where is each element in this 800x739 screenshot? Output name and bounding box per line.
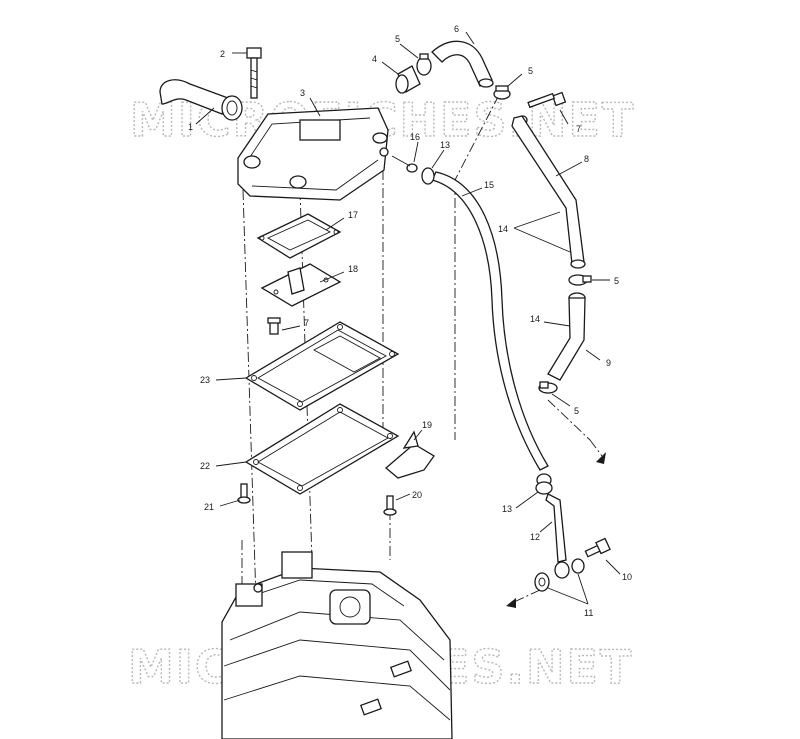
callout-20: 20 (412, 490, 422, 500)
callout-21: 21 (204, 502, 214, 512)
callout-8: 8 (584, 154, 589, 164)
part-23-gasket (244, 321, 400, 411)
part-18-reed-plate (260, 263, 342, 307)
part-4-fitting (395, 65, 421, 94)
callout-3: 3 (300, 88, 305, 98)
callout-1: 1 (188, 122, 193, 132)
part-7-bolt-b (267, 317, 281, 335)
callout-23: 23 (200, 375, 210, 385)
part-5-clamp-b (493, 85, 511, 100)
part-6-bent-hose (431, 40, 494, 88)
part-11-washers (534, 558, 585, 592)
callout-18: 18 (348, 264, 358, 274)
part-5-clamp-d (538, 381, 558, 394)
callout-11: 11 (584, 608, 593, 618)
part-13-clamp-b (535, 481, 553, 495)
callout-15: 15 (484, 180, 494, 190)
callout-14a: 14 (498, 224, 508, 234)
part-22-cover-plate (244, 403, 400, 495)
part-19-bracket (384, 430, 435, 479)
callout-4: 4 (372, 54, 377, 64)
part-12-pipe (545, 493, 570, 579)
part-3-breather-housing (237, 107, 389, 201)
leader-lines (195, 31, 621, 605)
callout-14b: 14 (530, 314, 540, 324)
callout-7a: 7 (576, 124, 581, 134)
part-17-gasket (256, 213, 342, 259)
callout-5a: 5 (395, 34, 400, 44)
callout-2: 2 (220, 49, 225, 59)
part-2-bolt (246, 47, 262, 99)
part-5-clamp-c (568, 274, 592, 286)
part-21-bolt (237, 483, 251, 504)
callout-5d: 5 (574, 406, 579, 416)
callout-19: 19 (422, 420, 432, 430)
callout-5b: 5 (528, 66, 533, 76)
callout-22: 22 (200, 461, 210, 471)
flow-arrows (506, 439, 606, 608)
part-10-bolt (584, 537, 611, 558)
callout-5c: 5 (614, 276, 619, 286)
part-8-upper-hose (511, 115, 586, 269)
callout-16: 16 (410, 132, 420, 142)
part-16-fitting (391, 155, 418, 173)
callout-10: 10 (622, 572, 632, 582)
callout-13a: 13 (440, 140, 450, 150)
part-15-long-hose (431, 171, 552, 487)
callout-12: 12 (530, 532, 540, 542)
engine-cylinder-head (221, 551, 453, 739)
part-13-clamp-a (421, 167, 435, 185)
part-9-short-hose (547, 292, 586, 381)
callout-17: 17 (348, 210, 358, 220)
callout-labels: 1 2 3 4 5 6 5 7 8 16 13 15 17 14 18 5 14… (188, 24, 632, 618)
callout-6: 6 (454, 24, 459, 34)
callout-7b: 7 (304, 318, 309, 328)
part-5-clamp-a (416, 53, 432, 76)
callout-13b: 13 (502, 504, 512, 514)
callout-9: 9 (606, 358, 611, 368)
part-20-bolt (383, 495, 397, 516)
part-1-elbow-hose (159, 79, 243, 121)
